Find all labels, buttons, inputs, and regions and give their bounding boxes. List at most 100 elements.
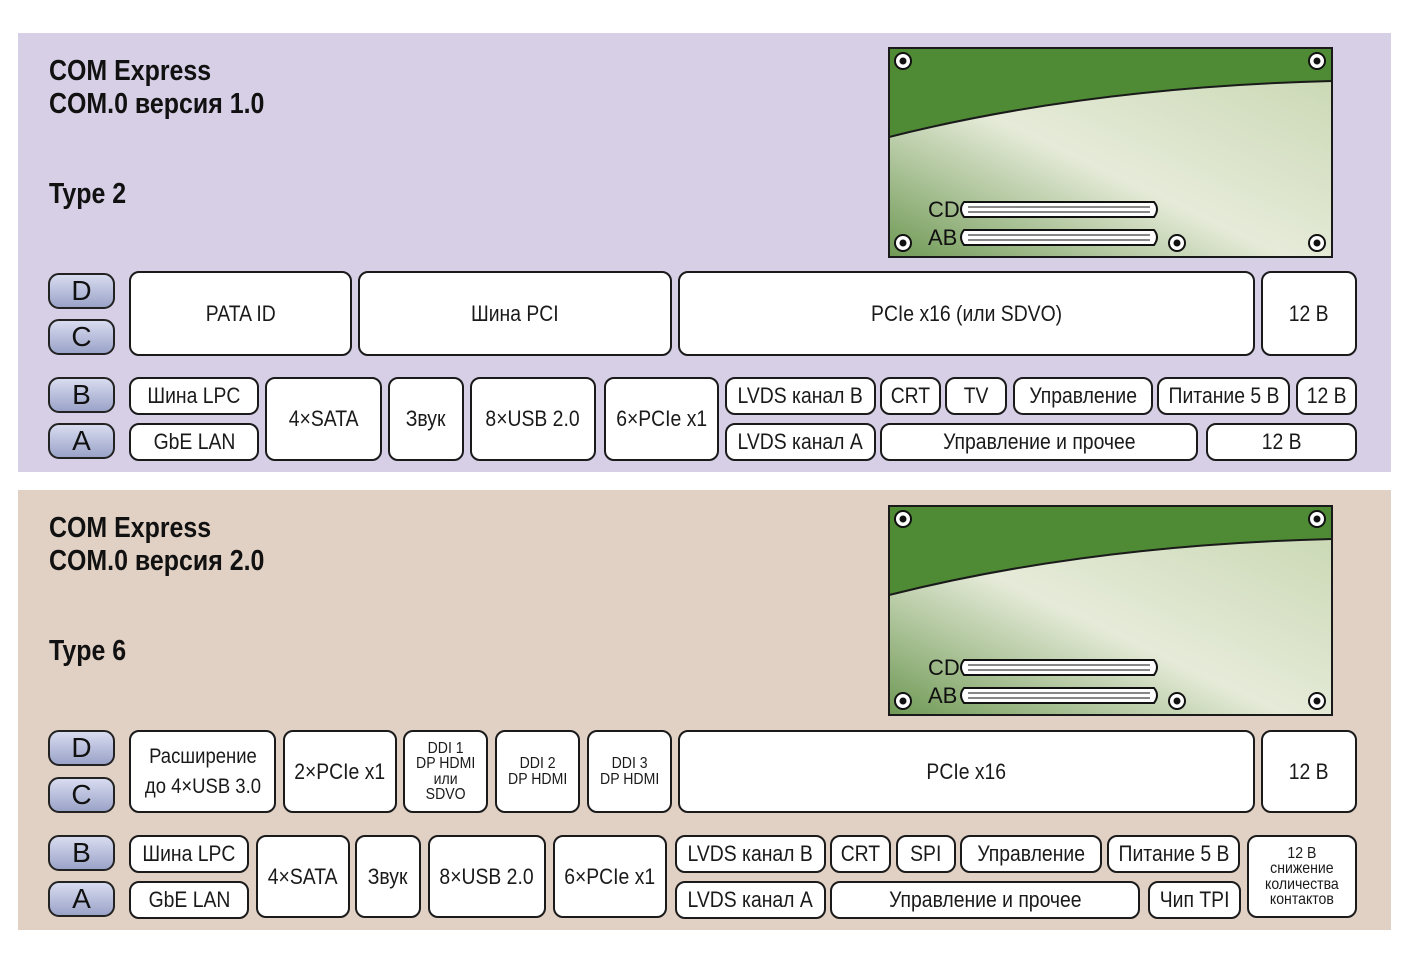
label-ab: AB — [928, 683, 957, 708]
title-line-1: COM Express — [49, 55, 212, 87]
block-label: PCIe x16 — [926, 758, 1007, 784]
block-12v: 12 В — [1261, 730, 1357, 813]
block-label: Чип TPI — [1159, 887, 1230, 912]
block-label: GbE LAN — [153, 429, 235, 454]
block-usb2: 8×USB 2.0 — [428, 835, 546, 918]
row-b-label: B — [48, 835, 115, 871]
block-control-misc: Управление и прочее — [880, 423, 1198, 461]
block-gbe-lan: GbE LAN — [129, 423, 259, 461]
block-power-5v: Питание 5 В — [1157, 377, 1290, 415]
block-label: LVDS канал B — [687, 841, 814, 866]
panel-title: COM Express COM.0 версия 2.0 — [49, 512, 264, 578]
row-a-label: A — [48, 423, 115, 459]
block-lvds-b: LVDS канал B — [725, 377, 876, 415]
panel-com-express-v2: COM Express COM.0 версия 2.0 Type 6 CD A… — [18, 490, 1391, 930]
label-cd: CD — [928, 197, 960, 222]
block-label: Управление и прочее — [942, 429, 1136, 454]
block-label: LVDS канал B — [737, 383, 864, 408]
block-ddi3: DDI 3 DP HDMI — [587, 730, 672, 813]
connector-cd — [960, 201, 1158, 218]
block-12v-b: 12 В — [1296, 377, 1357, 415]
block-lvds-b: LVDS канал B — [675, 835, 826, 873]
block-ddi2: DDI 2 DP HDMI — [495, 730, 580, 813]
block-label: LVDS канал A — [687, 887, 814, 912]
block-label: CRT — [890, 383, 931, 408]
block-label: 4×SATA — [268, 863, 338, 889]
block-label: 8×USB 2.0 — [485, 406, 581, 431]
block-sata: 4×SATA — [256, 835, 350, 918]
mounting-hole — [1308, 234, 1326, 252]
block-tv: TV — [945, 377, 1007, 415]
title-line-1: COM Express — [49, 512, 212, 544]
block-label: Управление — [1029, 383, 1137, 408]
block-pcie-x1: 6×PCIe x1 — [604, 377, 719, 461]
block-sata: 4×SATA — [265, 377, 382, 461]
row-c-label: C — [48, 777, 115, 813]
row-a-label: A — [48, 881, 115, 917]
block-label: SPI — [910, 841, 942, 866]
block-gbe-lan: GbE LAN — [129, 881, 249, 919]
block-12v: 12 В — [1261, 271, 1357, 356]
block-label: DDI 2 DP HDMI — [507, 754, 568, 788]
type-label: Type 2 — [49, 178, 127, 210]
block-pcie-x16: PCIe x16 — [678, 730, 1255, 813]
block-pci-bus: Шина PCI — [358, 271, 672, 356]
block-label: GbE LAN — [148, 887, 230, 912]
block-label: 6×PCIe x1 — [564, 863, 656, 889]
mounting-hole — [1308, 692, 1326, 710]
block-lvds-a: LVDS канал A — [675, 881, 826, 919]
row-d-label: D — [48, 730, 115, 766]
mounting-hole — [1168, 234, 1186, 252]
row-b-label: B — [48, 377, 115, 413]
block-pcie-x1: 6×PCIe x1 — [553, 835, 667, 918]
block-label: PCIe x16 (или SDVO) — [870, 300, 1063, 326]
block-label: 12 В — [1306, 383, 1347, 408]
board-diagram: CD AB — [888, 505, 1333, 716]
block-label: Расширение до 4×USB 3.0 — [144, 745, 261, 798]
block-label: 12 В — [1261, 429, 1302, 454]
panel-com-express-v1: COM Express COM.0 версия 1.0 Type 2 CD A… — [18, 33, 1391, 472]
row-c-label: C — [48, 319, 115, 355]
block-crt: CRT — [880, 377, 941, 415]
block-lpc-bus: Шина LPC — [129, 377, 259, 415]
block-label: Питание 5 В — [1118, 841, 1229, 866]
block-control: Управление — [1013, 377, 1153, 415]
panel-title: COM Express COM.0 версия 1.0 — [49, 55, 264, 121]
block-label: Управление и прочее — [888, 887, 1082, 912]
mounting-hole — [894, 692, 912, 710]
block-label: 12 В — [1289, 300, 1329, 326]
block-pata: PATA ID — [129, 271, 352, 356]
block-usb3-expansion: Расширение до 4×USB 3.0 — [129, 730, 276, 813]
block-label: 12 В — [1289, 758, 1329, 784]
connector-cd — [960, 659, 1158, 676]
block-pcie-x16: PCIe x16 (или SDVO) — [678, 271, 1255, 356]
type-label: Type 6 — [49, 635, 127, 667]
block-label: Управление — [977, 841, 1085, 866]
block-label: Шина LPC — [147, 383, 241, 408]
block-label: Шина PCI — [471, 300, 559, 326]
block-label: DDI 3 DP HDMI — [599, 754, 660, 788]
block-label: Звук — [368, 863, 408, 889]
block-power-5v: Питание 5 В — [1107, 835, 1240, 873]
title-line-2: COM.0 версия 1.0 — [49, 88, 265, 120]
block-label: 8×USB 2.0 — [439, 863, 535, 889]
block-12v-a: 12 В — [1206, 423, 1357, 461]
block-control-misc: Управление и прочее — [830, 881, 1140, 919]
mounting-hole — [1308, 510, 1326, 528]
block-label: TV — [963, 383, 989, 408]
block-label: DDI 1 DP HDMI или SDVO — [415, 740, 476, 803]
block-audio: Звук — [355, 835, 421, 918]
block-label: 4×SATA — [288, 406, 359, 431]
mounting-hole — [1308, 52, 1326, 70]
block-tpm-chip: Чип TPI — [1148, 881, 1241, 919]
mounting-hole — [894, 510, 912, 528]
block-label: Питание 5 В — [1168, 383, 1279, 408]
label-ab: AB — [928, 225, 957, 250]
block-spi: SPI — [896, 835, 956, 873]
title-line-2: COM.0 версия 2.0 — [49, 545, 265, 577]
block-12v-reduced-pins: 12 В снижение количества контактов — [1247, 835, 1357, 918]
mounting-hole — [1168, 692, 1186, 710]
board-diagram: CD AB — [888, 47, 1333, 258]
block-ddi1: DDI 1 DP HDMI или SDVO — [403, 730, 488, 813]
block-2-pcie-x1: 2×PCIe x1 — [283, 730, 397, 813]
